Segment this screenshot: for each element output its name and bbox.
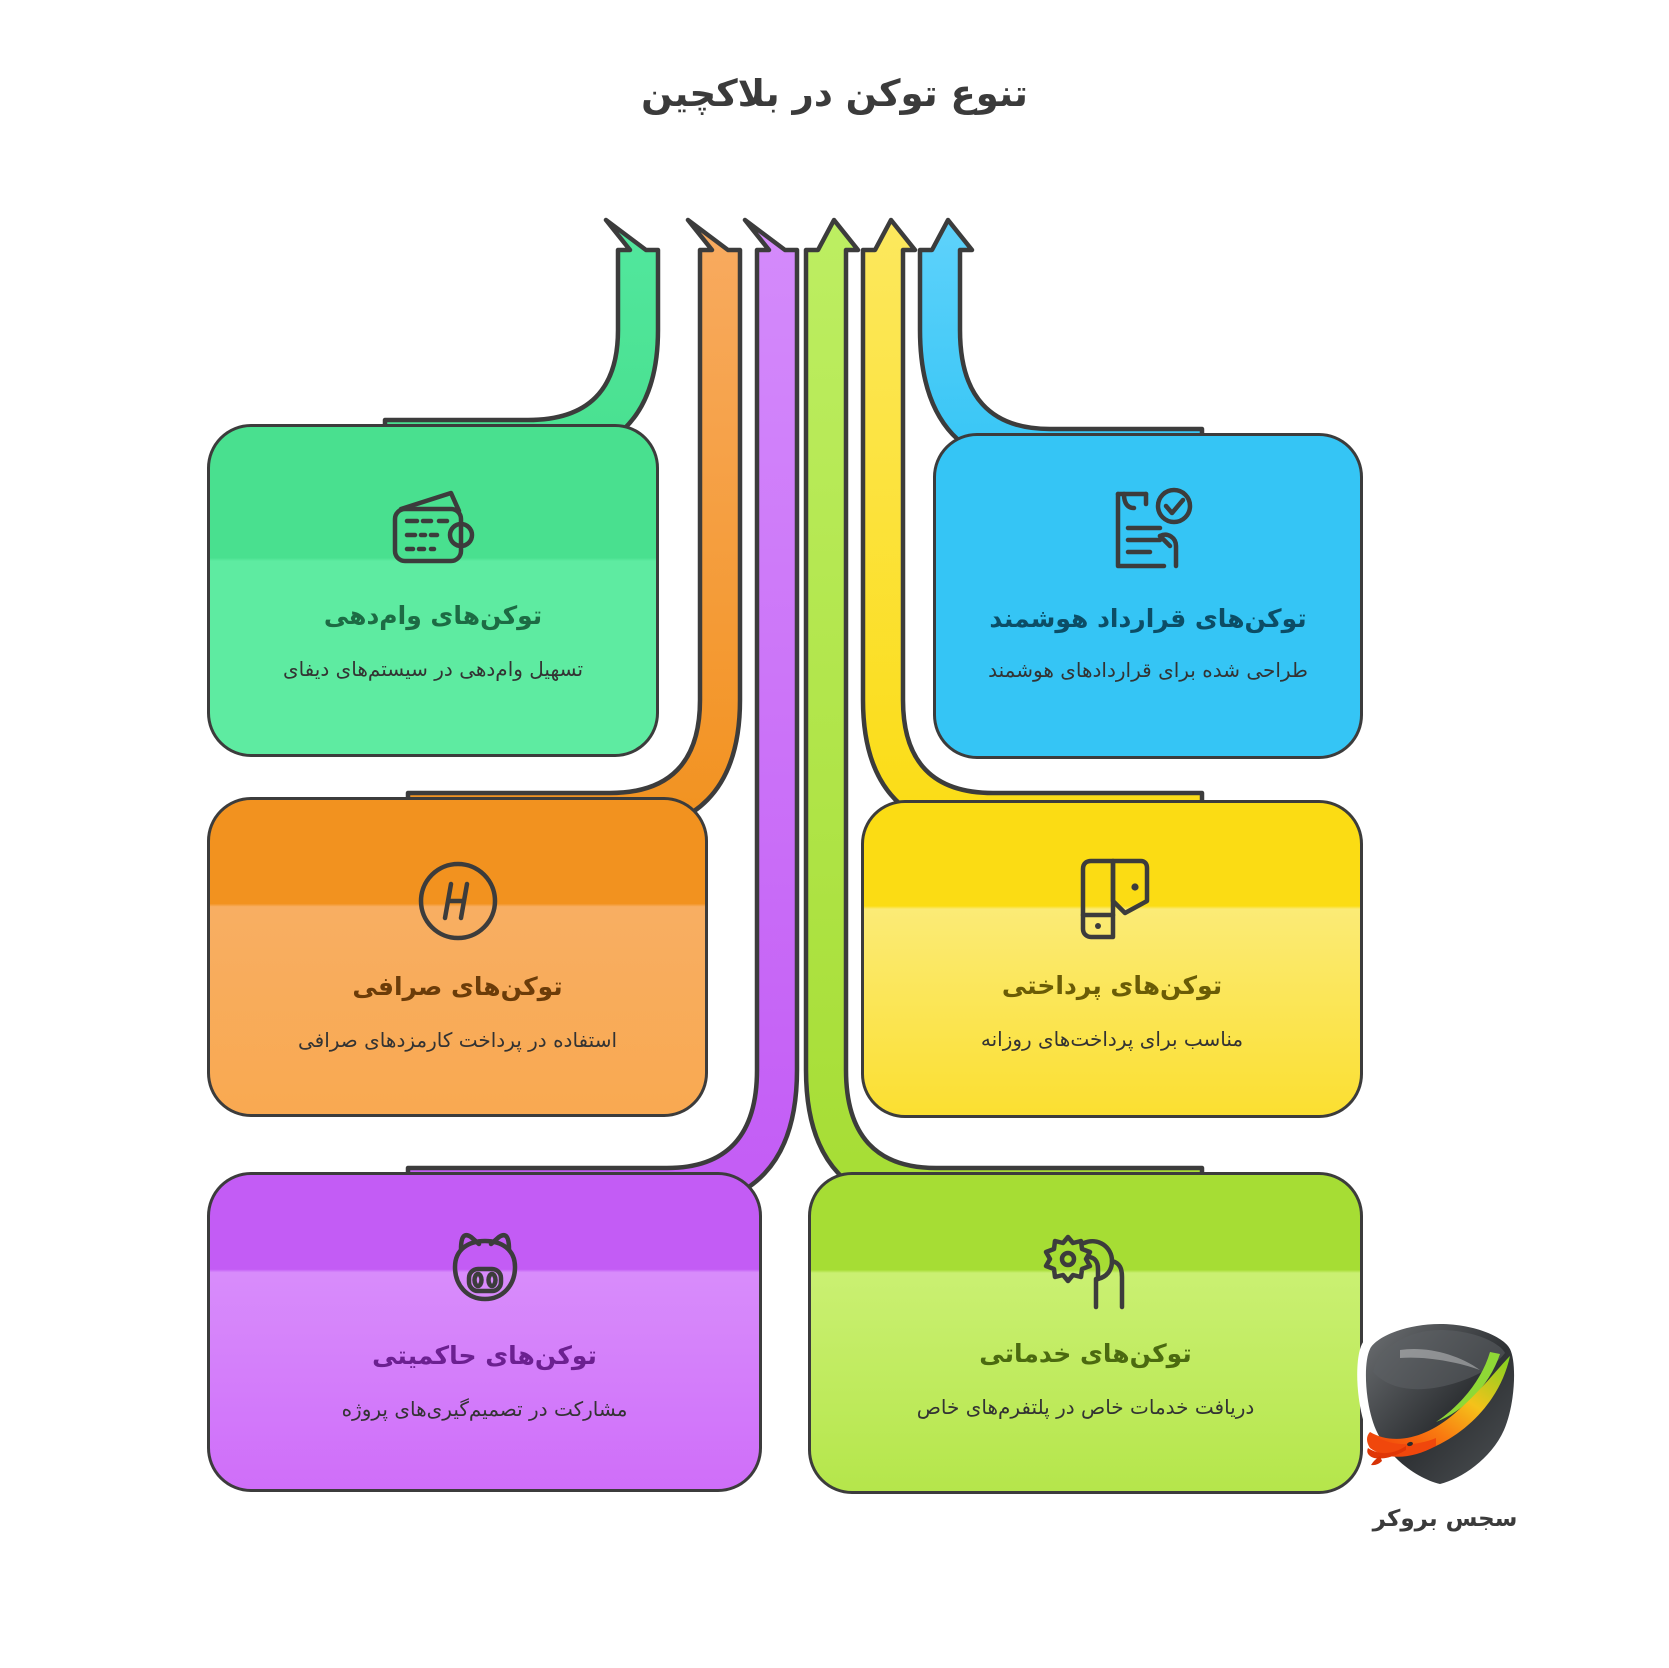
gear-hand-icon <box>1040 1223 1132 1313</box>
card-exchange[interactable]: توکن‌های صرافی استفاده در پرداخت کارمزده… <box>207 797 708 1117</box>
card-desc-lending: تسهیل وام‌دهی در سیستم‌های دیفای <box>282 656 584 681</box>
card-governance[interactable]: توکن‌های حاکمیتی مشارکت در تصمیم‌گیری‌ها… <box>207 1172 762 1492</box>
card-title-payment: توکن‌های پرداختی <box>1001 971 1223 1000</box>
piggy-face-icon <box>441 1227 529 1311</box>
hydrogen-circle-icon <box>415 858 501 944</box>
bull-logo-icon <box>1357 1316 1523 1494</box>
card-title-exchange: توکن‌های صرافی <box>352 972 563 1001</box>
brand-logo-text: سجس بروکر <box>1372 1506 1518 1532</box>
card-desc-payment: مناسب برای پرداخت‌های روزانه <box>980 1026 1244 1051</box>
card-title-service: توکن‌های خدماتی <box>979 1339 1192 1368</box>
arrow-blue <box>917 217 1205 472</box>
card-desc-smart-contract: طراحی شده برای قراردادهای هوشمند <box>988 657 1308 682</box>
mobile-wallet-icon <box>1069 855 1155 943</box>
wallet-icon <box>387 487 479 571</box>
card-lending[interactable]: توکن‌های وام‌دهی تسهیل وام‌دهی در سیستم‌… <box>207 424 659 757</box>
page-title: تنوع توکن در بلاکچین <box>641 72 1028 115</box>
card-title-governance: توکن‌های حاکمیتی <box>372 1341 597 1370</box>
card-desc-exchange: استفاده در پرداخت کارمزدهای صرافی <box>297 1027 618 1052</box>
card-desc-service: دریافت خدمات خاص در پلتفرم‌های خاص <box>916 1394 1255 1419</box>
card-service[interactable]: توکن‌های خدماتی دریافت خدمات خاص در پلتف… <box>808 1172 1363 1494</box>
card-smart-contract[interactable]: توکن‌های قرارداد هوشمند طراحی شده برای ق… <box>933 433 1363 759</box>
brand-logo[interactable]: سجس بروکر <box>1330 1310 1560 1570</box>
card-desc-governance: مشارکت در تصمیم‌گیری‌های پروژه <box>341 1396 628 1421</box>
card-title-lending: توکن‌های وام‌دهی <box>323 601 543 630</box>
signed-contract-icon <box>1100 484 1196 576</box>
card-title-smart-contract: توکن‌های قرارداد هوشمند <box>989 604 1307 633</box>
card-payment[interactable]: توکن‌های پرداختی مناسب برای پرداخت‌های ر… <box>861 800 1363 1118</box>
